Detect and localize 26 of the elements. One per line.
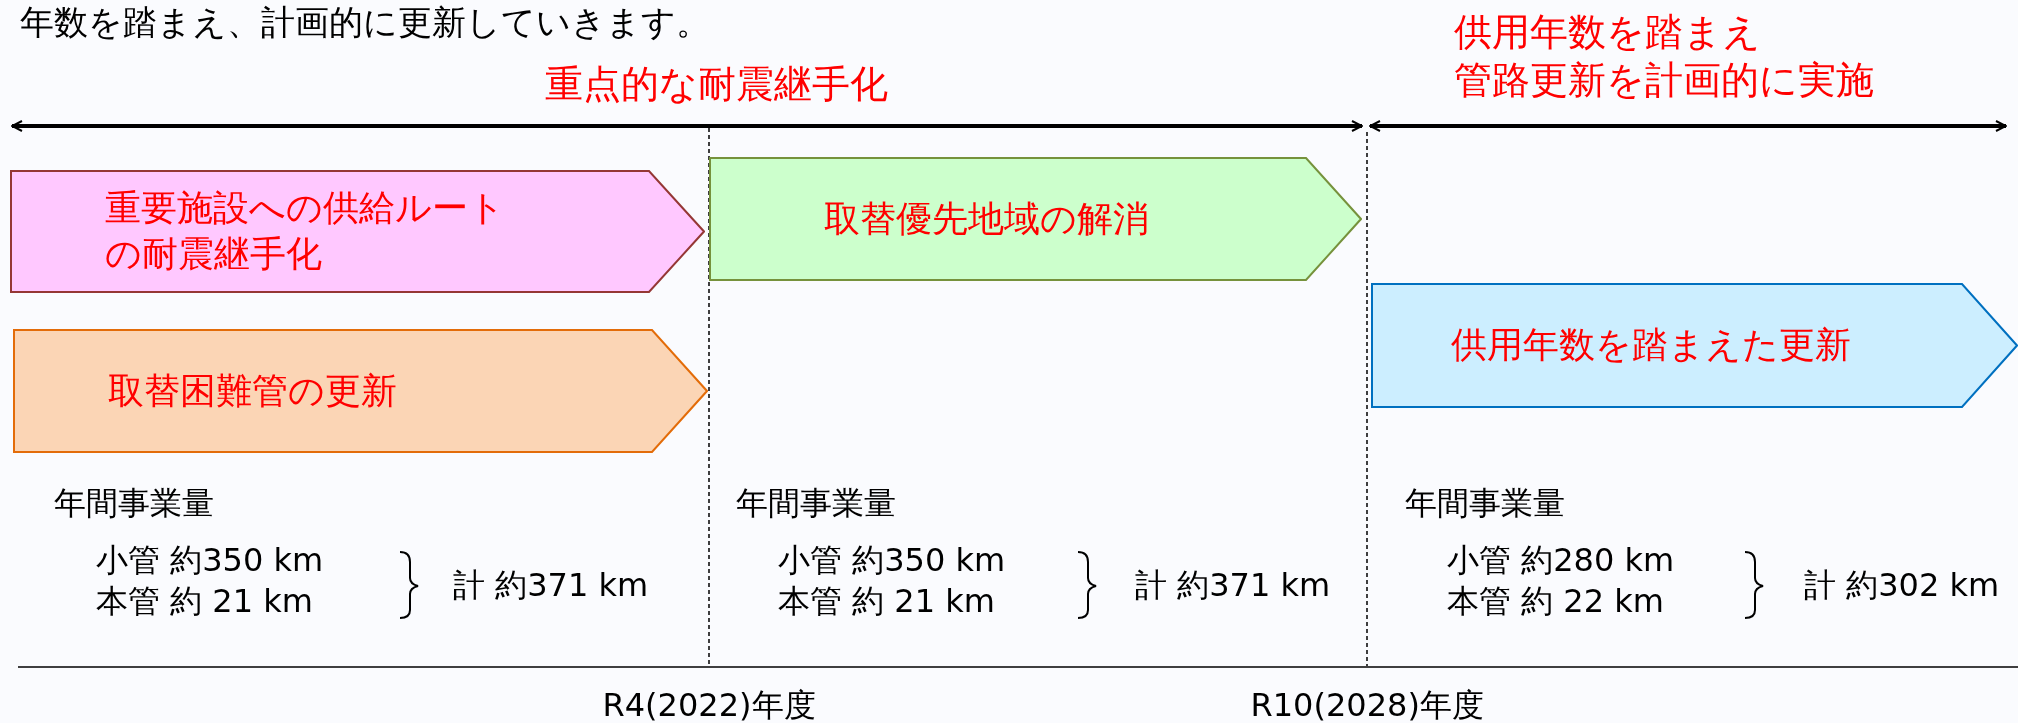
- stage-label: 取替困難管の更新: [108, 368, 397, 413]
- stage-box: [13, 329, 708, 453]
- stage-label: 供用年数を踏まえた更新: [1451, 323, 1851, 367]
- stage-box: [709, 157, 1362, 281]
- volume-value: 小管 約350 km: [778, 541, 1006, 580]
- stage-label: 重要施設への供給ルートの耐震継手化: [105, 185, 506, 277]
- volume-total: 計 約371 km: [453, 566, 649, 605]
- year-label: R10(2028)年度: [1250, 686, 1484, 723]
- volume-value: 本管 約 22 km: [1447, 582, 1664, 621]
- volume-heading: 年間事業量: [54, 484, 214, 523]
- stage-label: 取替優先地域の解消: [824, 196, 1149, 241]
- volume-total: 計 約371 km: [1135, 566, 1331, 605]
- volume-value: 小管 約350 km: [96, 541, 324, 580]
- volume-heading: 年間事業量: [736, 484, 896, 523]
- volume-total: 計 約302 km: [1804, 566, 2000, 605]
- volume-heading: 年間事業量: [1405, 484, 1565, 523]
- volume-value: 本管 約 21 km: [778, 582, 995, 621]
- stage-box: [1371, 283, 2018, 408]
- phase-heading: 供用年数を踏まえ: [1454, 10, 1761, 56]
- volume-value: 小管 約280 km: [1447, 541, 1675, 580]
- volume-value: 本管 約 21 km: [96, 582, 313, 621]
- stage-box: [10, 170, 705, 293]
- year-label: R4(2022)年度: [602, 686, 816, 723]
- description-text: 年数を踏まえ、計画的に更新していきます。: [20, 2, 710, 43]
- phase-heading: 管路更新を計画的に実施: [1454, 58, 1874, 104]
- phase-heading: 重点的な耐震継手化: [545, 62, 888, 108]
